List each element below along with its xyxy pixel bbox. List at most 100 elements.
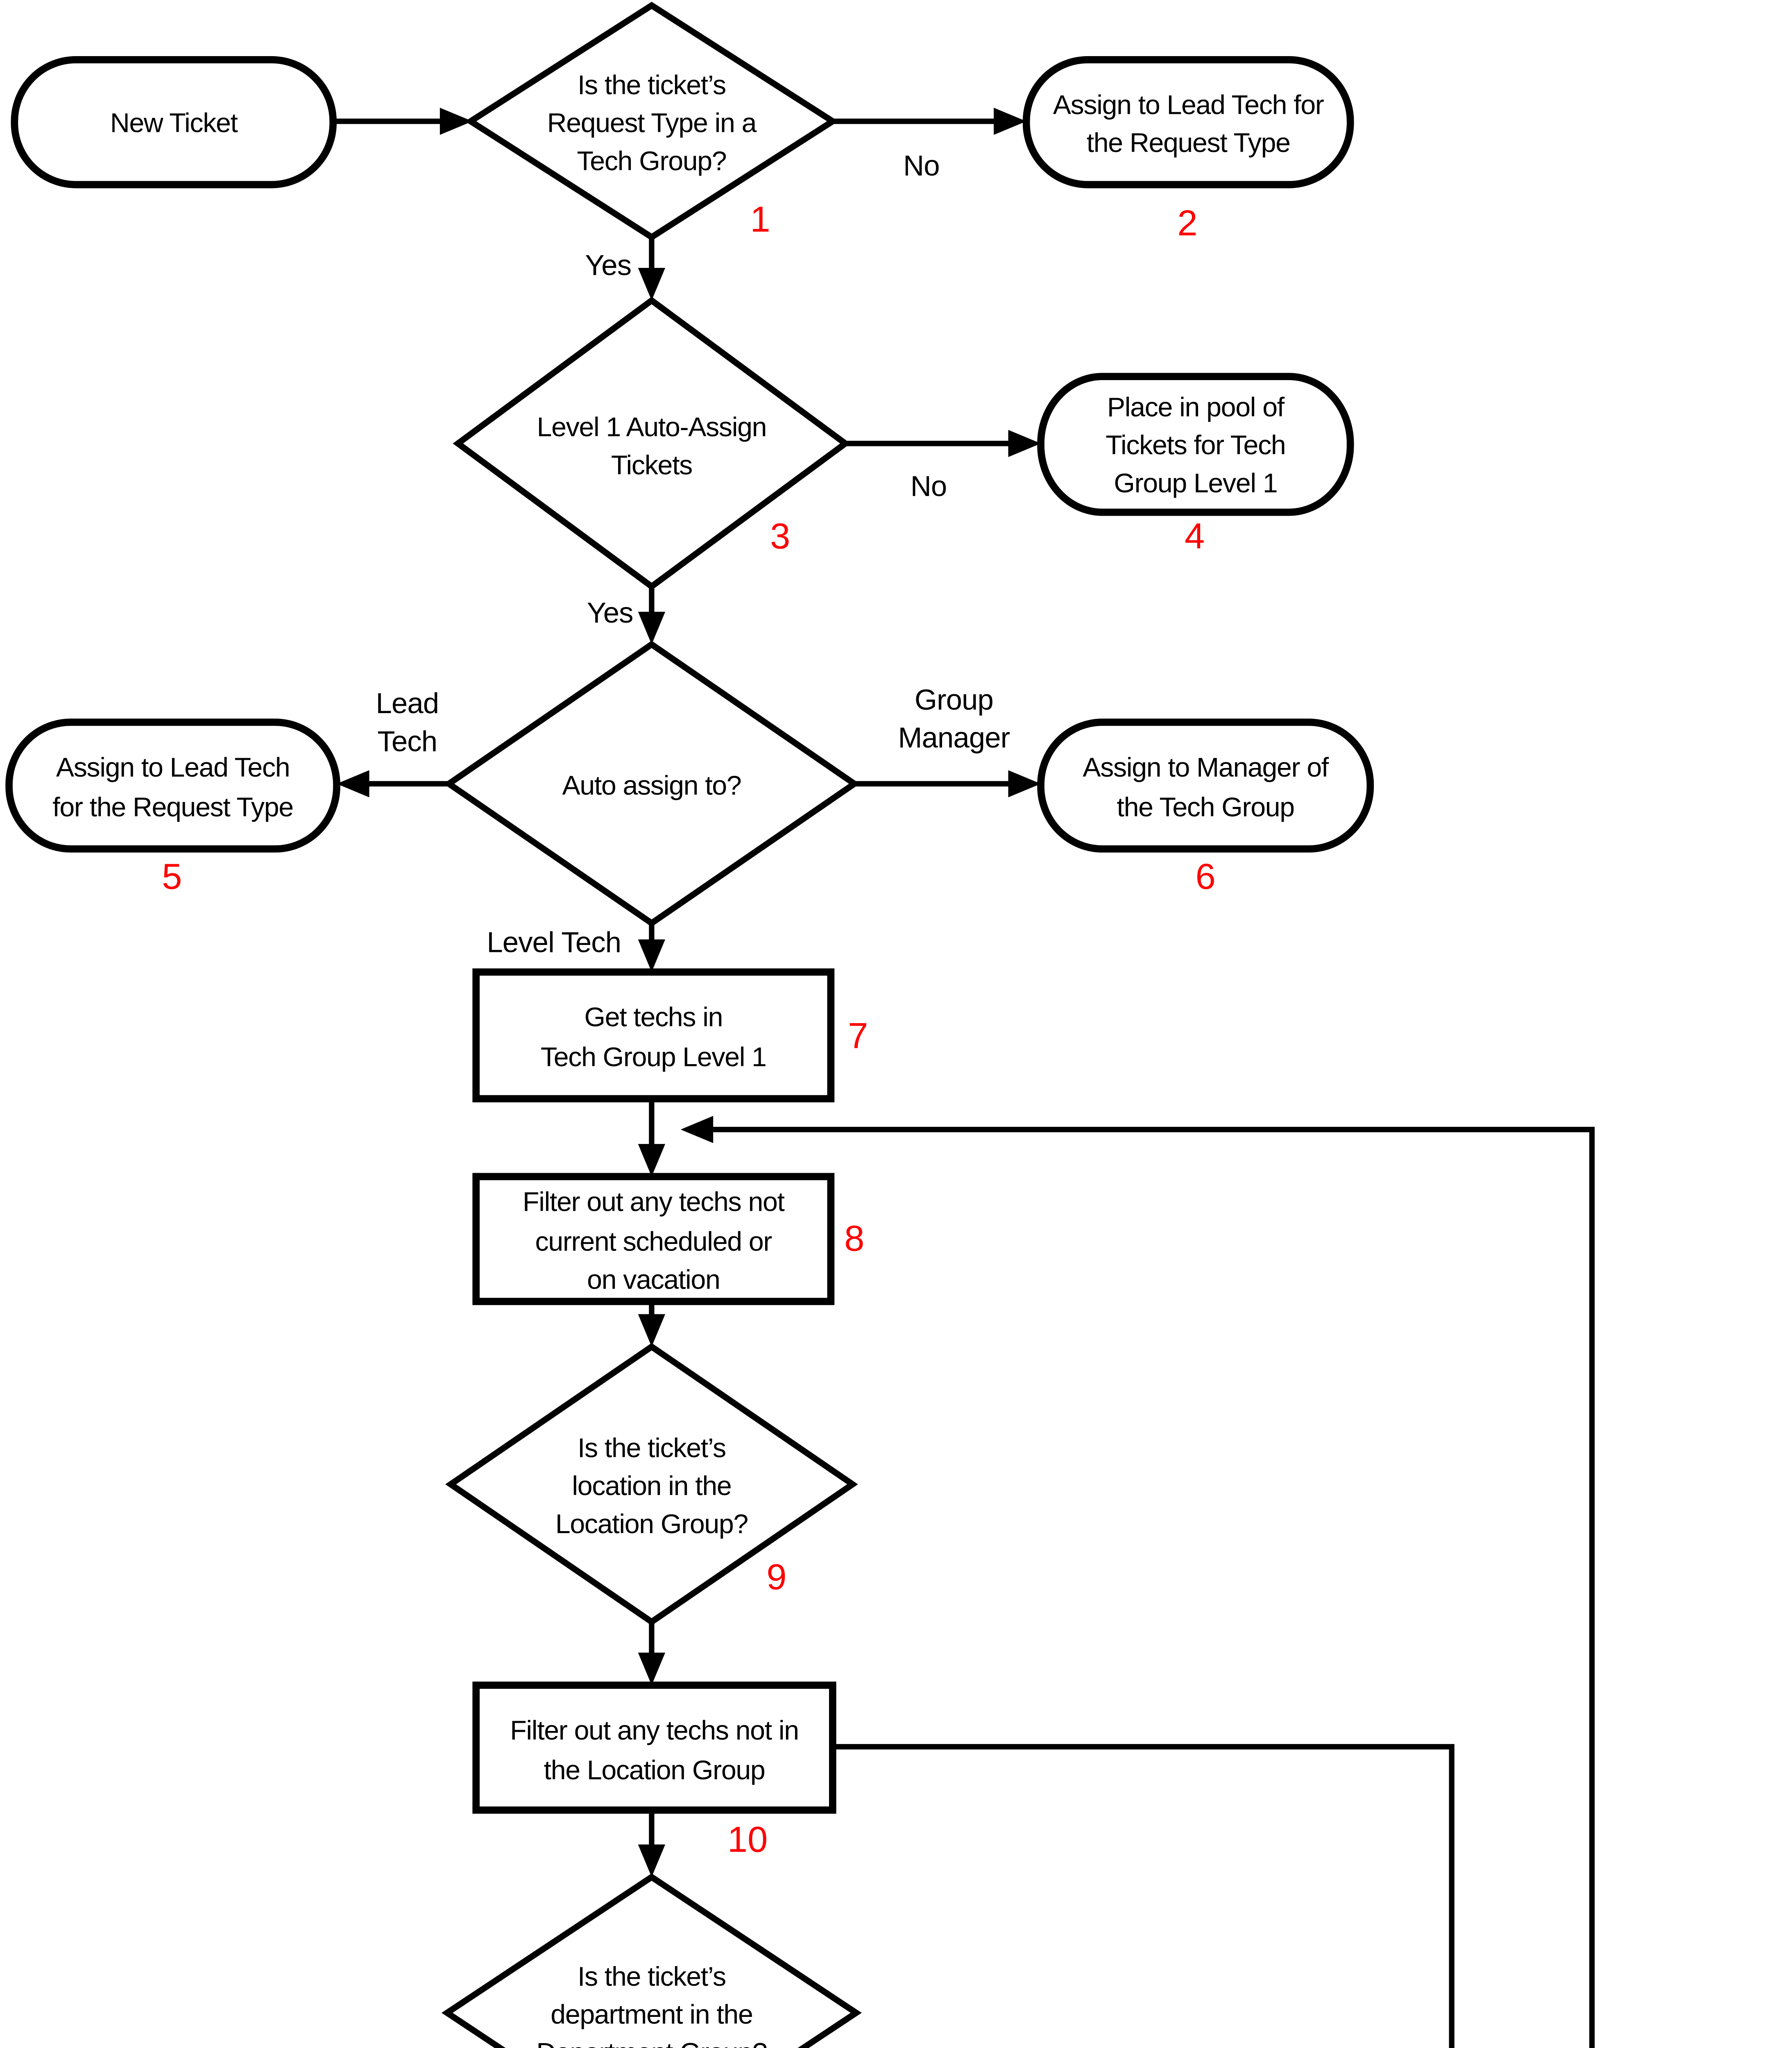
node-label-line: Request Type in a: [547, 108, 757, 138]
step-number-5: 5: [162, 856, 182, 897]
process-shape: [472, 1173, 835, 1305]
edge-label-level-tech: Level Tech: [487, 926, 621, 958]
node-label-line: Filter out any techs not in: [510, 1715, 799, 1746]
arrowhead-down-icon: [638, 268, 666, 301]
edge-label-group: Group: [915, 683, 993, 716]
edge-auto-assign-level-tech: Level Tech: [487, 923, 666, 972]
node-label-line: Assign to Manager of: [1083, 752, 1329, 783]
node-label-line: Is the ticket’s: [578, 1962, 726, 1992]
step-number-1: 1: [750, 199, 770, 240]
edge-line: [713, 1126, 1595, 2048]
decision-shape: [465, 2, 838, 241]
node-label-line: location in the: [572, 1471, 731, 1501]
edge-label-yes: Yes: [587, 596, 633, 629]
arrowhead-left-icon: [680, 1116, 714, 1143]
node-filter-not-scheduled: Filter out any techs not current schedul…: [472, 1173, 864, 1305]
node-get-techs: Get techs in Tech Group Level 1 7: [472, 968, 868, 1103]
edge-filter-location-bypass: [832, 1744, 1454, 2048]
decision-shape: [445, 1343, 858, 1626]
edge-new-ticket-to-request-decision: [333, 107, 473, 135]
node-label-line: Tech Group Level 1: [541, 1042, 766, 1072]
terminator-shape: [11, 56, 337, 188]
arrowhead-down-icon: [638, 1652, 666, 1686]
step-number-3: 3: [770, 516, 790, 556]
node-pool-tickets: Place in pool of Tickets for Tech Group …: [1037, 373, 1354, 556]
node-label-line: department in the: [551, 2000, 752, 2030]
step-number-10: 10: [727, 1819, 768, 1860]
edge-request-decision-yes: Yes: [585, 237, 666, 301]
node-label-line: the Request Type: [1087, 128, 1290, 158]
edge-level1-decision-no: No: [845, 430, 1041, 502]
decision-shape: [443, 641, 860, 927]
step-number-6: 6: [1196, 856, 1216, 897]
arrowhead-right-icon: [1008, 770, 1041, 797]
edge-request-decision-no: No: [832, 107, 1026, 182]
process-shape: [472, 968, 835, 1103]
arrowhead-down-icon: [638, 1144, 666, 1177]
node-label-line: Tickets: [611, 450, 692, 480]
edge-label-no: No: [903, 150, 940, 182]
node-label-line: Assign to Lead Tech for: [1053, 90, 1324, 120]
node-label-line: Tickets for Tech: [1106, 430, 1285, 460]
node-label-line: Group Level 1: [1114, 468, 1277, 498]
decision-shape: [441, 1873, 862, 2048]
node-label-line: the Location Group: [544, 1755, 765, 1785]
node-label-line: Is the ticket’s: [578, 1433, 726, 1463]
step-number-4: 4: [1185, 516, 1205, 556]
edge-level1-decision-yes: Yes: [587, 586, 666, 645]
arrowhead-down-icon: [638, 612, 666, 645]
step-number-8: 8: [844, 1218, 864, 1259]
terminator-shape: [1022, 56, 1354, 188]
node-label-line: Department Group?: [536, 2037, 767, 2048]
edge-loop-move-next-level: [680, 1116, 1595, 2048]
arrowhead-down-icon: [638, 1314, 666, 1347]
edge-filter-to-location-decision: [638, 1301, 666, 1347]
node-filter-location: Filter out any techs not in the Location…: [472, 1681, 836, 1860]
edge-get-techs-to-filter: [638, 1099, 666, 1177]
node-label-line: Tech Group?: [577, 146, 726, 176]
edge-label-manager: Manager: [898, 721, 1010, 754]
arrowhead-right-icon: [994, 107, 1026, 135]
process-shape: [472, 1681, 836, 1814]
arrowhead-right-icon: [440, 107, 473, 135]
edge-location-decision-to-filter-location: [638, 1622, 666, 1686]
node-new-ticket: New Ticket: [11, 56, 337, 188]
edge-auto-assign-lead-tech: Lead Tech: [336, 687, 449, 797]
edge-auto-assign-group-manager: Group Manager: [854, 683, 1041, 797]
node-label-line: the Tech Group: [1117, 792, 1294, 822]
node-label-line: New Ticket: [110, 108, 238, 138]
arrowhead-left-icon: [336, 770, 369, 797]
node-request-type-decision: Is the ticket’s Request Type in a Tech G…: [465, 2, 838, 241]
arrowhead-down-icon: [638, 1844, 666, 1877]
node-assign-lead-tech-2: Assign to Lead Tech for the Request Type…: [5, 718, 340, 897]
decision-shape: [453, 297, 851, 591]
edge-label-lead: Lead: [376, 687, 439, 719]
edge-label-yes: Yes: [585, 249, 632, 281]
node-location-decision: Is the ticket’s location in the Location…: [445, 1343, 858, 1626]
node-label-line: Assign to Lead Tech: [56, 752, 290, 783]
node-assign-lead-tech-request-type: Assign to Lead Tech for the Request Type…: [1022, 56, 1354, 243]
node-label-line: Location Group?: [555, 1509, 748, 1539]
arrowhead-right-icon: [1008, 430, 1041, 457]
node-assign-manager: Assign to Manager of the Tech Group 6: [1037, 718, 1374, 897]
node-label-line: Filter out any techs not: [523, 1187, 784, 1217]
node-label-line: for the Request Type: [52, 792, 293, 822]
edge-filter-location-to-department-decision: [638, 1810, 666, 1877]
edge-label-no: No: [911, 470, 947, 502]
step-number-9: 9: [766, 1556, 786, 1597]
terminator-shape: [5, 718, 340, 853]
node-label-line: on vacation: [587, 1264, 720, 1295]
node-label-line: Get techs in: [584, 1002, 723, 1033]
arrowhead-down-icon: [638, 939, 666, 972]
node-auto-assign-decision: Auto assign to?: [443, 641, 860, 927]
node-label-line: current scheduled or: [535, 1227, 772, 1257]
step-number-2: 2: [1177, 202, 1197, 243]
node-label-line: Is the ticket’s: [578, 70, 726, 100]
node-label-line: Level 1 Auto-Assign: [537, 412, 767, 442]
edge-line: [832, 1744, 1454, 2048]
step-number-7: 7: [848, 1015, 868, 1056]
terminator-shape: [1037, 373, 1354, 516]
edge-label-tech: Tech: [377, 725, 437, 757]
